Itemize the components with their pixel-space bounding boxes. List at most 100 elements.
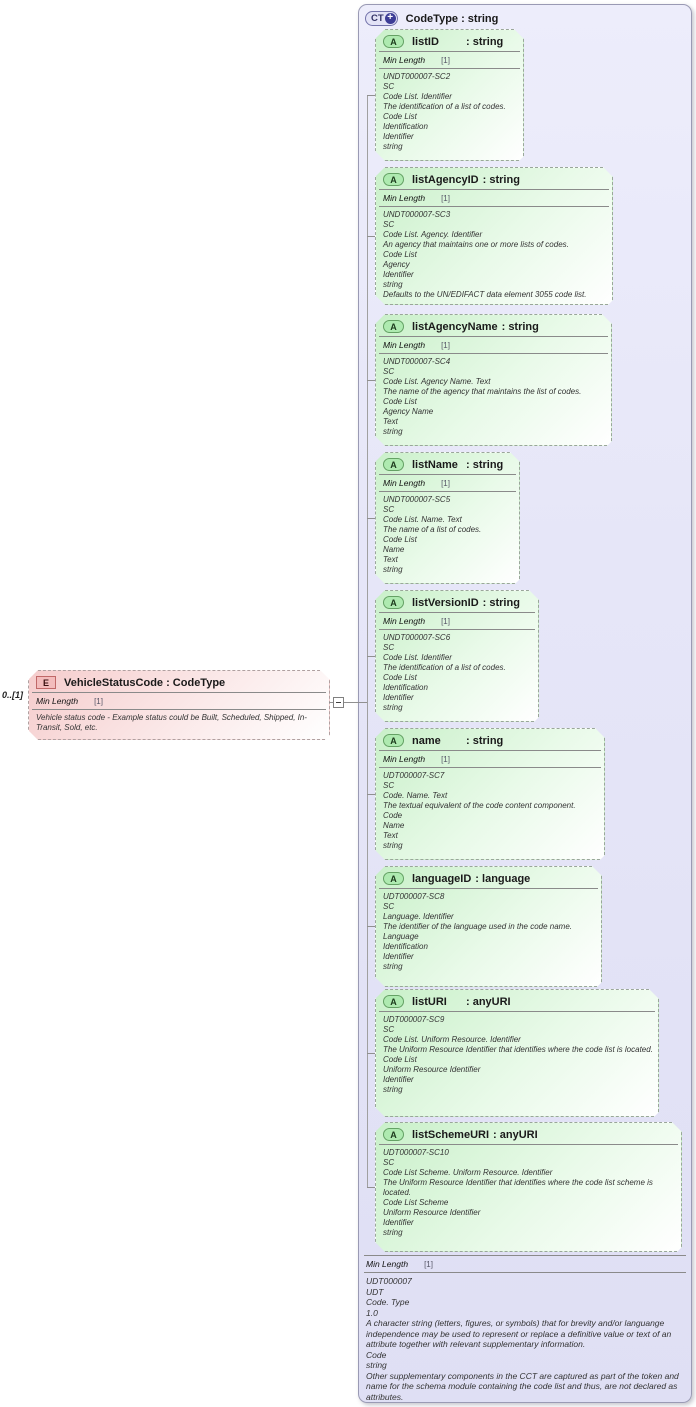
facet-name: Min Length xyxy=(383,754,426,764)
attribute-type: : string xyxy=(466,458,504,471)
element-box-vehiclestatuscode[interactable]: E VehicleStatusCode : CodeType Min Lengt… xyxy=(28,670,330,740)
divider xyxy=(364,1255,686,1256)
attribute-header: A name : string xyxy=(376,729,604,749)
attribute-box-listname[interactable]: A listName : string Min Length [1] UNDT0… xyxy=(375,452,520,584)
attribute-header: A listURI : anyURI xyxy=(376,990,658,1010)
attribute-box-name[interactable]: A name : string Min Length [1] UDT000007… xyxy=(375,728,605,860)
attribute-header: A listVersionID : string xyxy=(376,591,538,611)
connector-line xyxy=(367,656,375,657)
attribute-badge-icon: A xyxy=(383,320,404,333)
element-description: Vehicle status code - Example status cou… xyxy=(36,713,307,732)
facet-cardinality: [1] xyxy=(441,617,450,626)
attribute-header: A listName : string xyxy=(376,453,519,473)
connector-line xyxy=(367,794,375,795)
attribute-header: A listAgencyName : string xyxy=(376,315,611,335)
facet-cardinality: [1] xyxy=(441,755,450,764)
divider xyxy=(379,353,608,354)
element-badge-icon: E xyxy=(36,676,56,689)
facet-row: Min Length [1] xyxy=(29,694,329,708)
divider xyxy=(379,491,516,492)
facet-cardinality: [1] xyxy=(441,56,450,65)
attribute-name: listAgencyID xyxy=(412,173,479,186)
facet-row: Min Length [1] xyxy=(376,752,604,766)
divider xyxy=(379,888,598,889)
divider xyxy=(379,750,601,751)
attribute-header: A listID : string xyxy=(376,30,523,50)
complextype-title: CodeType : string xyxy=(405,12,499,25)
divider xyxy=(379,206,609,207)
attribute-header: A listAgencyID : string xyxy=(376,168,612,188)
facet-cardinality: [1] xyxy=(441,194,450,203)
attribute-name: listVersionID xyxy=(412,596,479,609)
facet-cardinality: [1] xyxy=(424,1260,433,1269)
attribute-badge-icon: A xyxy=(383,872,404,885)
attribute-name: listURI xyxy=(412,995,447,1008)
connector-line xyxy=(344,702,367,703)
complextype-header: CT+ CodeType : string xyxy=(359,5,691,26)
connector-line xyxy=(367,518,375,519)
attribute-name: listID xyxy=(412,35,439,48)
facet-name: Min Length xyxy=(383,193,426,203)
connector-line xyxy=(367,95,375,96)
facet-row: Min Length [1] xyxy=(376,614,538,628)
element-header: E VehicleStatusCode : CodeType xyxy=(29,671,329,691)
attribute-box-listversionid[interactable]: A listVersionID : string Min Length [1] … xyxy=(375,590,539,722)
divider xyxy=(32,709,326,710)
attribute-type: : string xyxy=(466,35,504,48)
attribute-box-listid[interactable]: A listID : string Min Length [1] UNDT000… xyxy=(375,29,524,161)
divider xyxy=(379,629,535,630)
attribute-name: listSchemeURI xyxy=(412,1128,490,1141)
facet-row: Min Length [1] xyxy=(376,191,612,205)
facet-name: Min Length xyxy=(383,55,426,65)
connector-line xyxy=(367,380,375,381)
divider xyxy=(32,692,326,693)
facet-name: Min Length xyxy=(366,1259,409,1269)
facet-row: Min Length [1] xyxy=(376,53,523,67)
attribute-type: : string xyxy=(501,320,539,333)
attribute-name: listAgencyName xyxy=(412,320,498,333)
tree-line xyxy=(367,95,368,1188)
connector-line xyxy=(367,926,375,927)
attribute-badge-icon: A xyxy=(383,596,404,609)
attribute-badge-icon: A xyxy=(383,35,404,48)
facet-name: Min Length xyxy=(36,696,79,706)
facet-cardinality: [1] xyxy=(441,341,450,350)
attribute-box-listagencyid[interactable]: A listAgencyID : string Min Length [1] U… xyxy=(375,167,613,305)
attribute-type: : anyURI xyxy=(466,995,511,1008)
attribute-type: : string xyxy=(482,596,520,609)
element-title: VehicleStatusCode : CodeType xyxy=(64,676,226,689)
connector-line xyxy=(367,1053,375,1054)
cardinality-label: 0..[1] xyxy=(2,690,24,700)
facet-name: Min Length xyxy=(383,340,426,350)
complextype-box-codetype[interactable]: CT+ CodeType : string A listID : string … xyxy=(358,4,692,1403)
attribute-type: : string xyxy=(482,173,520,186)
attribute-badge-icon: A xyxy=(383,173,404,186)
attribute-type: : language xyxy=(475,872,531,885)
connector-line xyxy=(367,236,375,237)
facet-cardinality: [1] xyxy=(441,479,450,488)
attribute-box-listagencyname[interactable]: A listAgencyName : string Min Length [1]… xyxy=(375,314,612,446)
attribute-badge-icon: A xyxy=(383,458,404,471)
facet-row: Min Length [1] xyxy=(376,476,519,490)
attribute-type: : anyURI xyxy=(493,1128,538,1141)
connector-line xyxy=(329,702,333,703)
facet-name: Min Length xyxy=(383,616,426,626)
divider xyxy=(379,189,609,190)
divider xyxy=(379,1144,678,1145)
complextype-badge-icon: CT+ xyxy=(365,11,398,26)
expand-icon[interactable]: + xyxy=(384,13,396,24)
facet-name: Min Length xyxy=(383,478,426,488)
divider xyxy=(379,612,535,613)
attribute-name: listName xyxy=(412,458,458,471)
collapse-icon[interactable] xyxy=(333,697,344,708)
divider xyxy=(364,1272,686,1273)
attribute-badge-icon: A xyxy=(383,734,404,747)
